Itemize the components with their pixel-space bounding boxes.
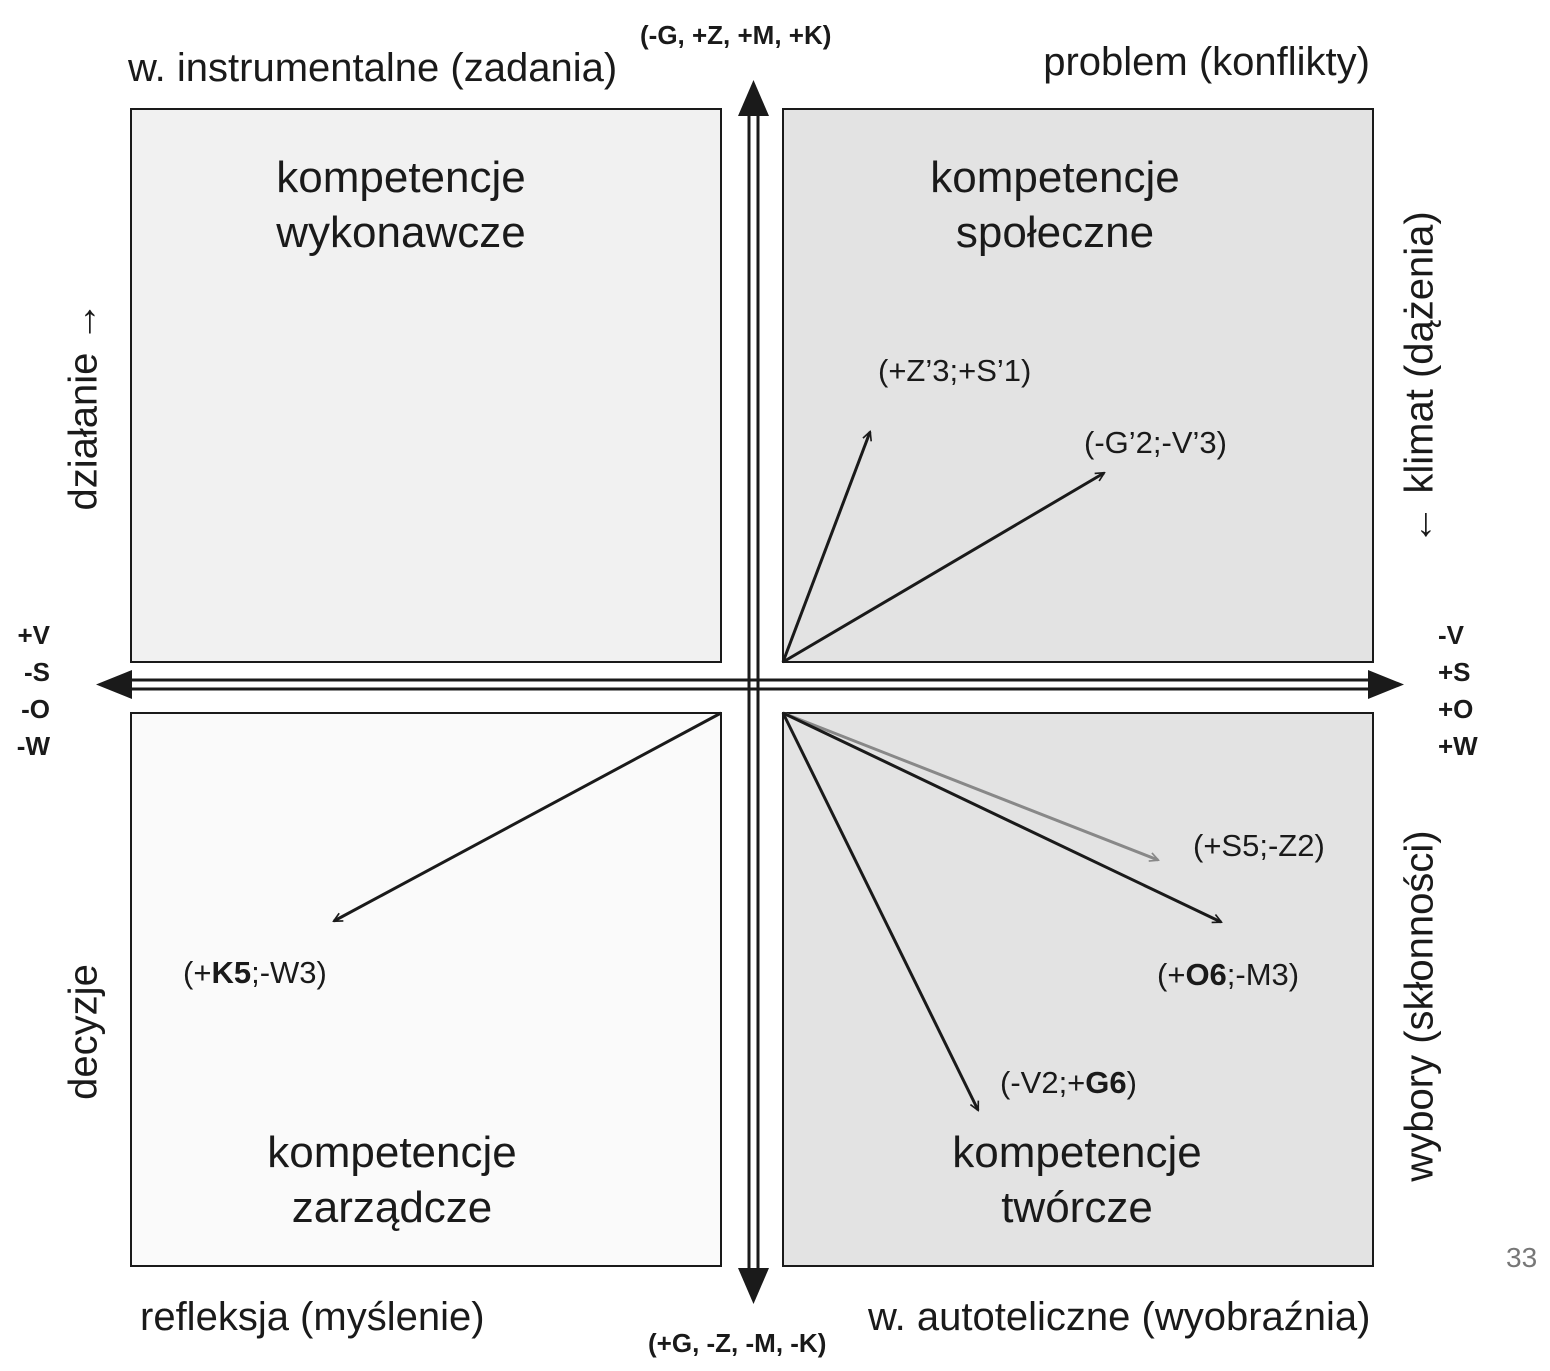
quadrant-top-left [130, 108, 722, 663]
vector-label-z3-s1: (+Z’3;+S’1) [878, 353, 1032, 388]
axis-arrow-left [96, 670, 132, 699]
vector-v2-g6-arrow [781, 712, 980, 1110]
axis-arrow-up [738, 80, 769, 116]
vector-g2-v3-arrow [782, 471, 1104, 664]
vector-k5-w3-arrow [334, 711, 722, 923]
vector-o6-m3-arrow [782, 711, 1221, 924]
quadrant-title-top-right: kompetencje społeczne [850, 150, 1260, 260]
quadrant-title-bottom-left: kompetencje zarządcze [187, 1125, 597, 1235]
vector-z3-s1-arrow [781, 432, 870, 663]
axis-left-item: -W [16, 731, 50, 761]
axis-arrow-down [738, 1268, 769, 1304]
vector-label-bold: O6 [1185, 957, 1227, 992]
quadrant-title-line: twórcze [1001, 1183, 1153, 1232]
quadrant-title-line: kompetencje [276, 153, 526, 202]
vector-label-bold: K5 [211, 955, 252, 990]
axis-left-item: -S [24, 657, 50, 687]
quadrant-bottom-right [782, 712, 1374, 1267]
vector-s5-z2-arrow [782, 711, 1158, 860]
vertical-axis [738, 80, 769, 1304]
vector-label-g2-v3: (-G’2;-V’3) [1084, 425, 1227, 460]
axis-right-item: -V [1438, 620, 1464, 650]
vector-label-v2-g6: (-V2;+G6) [1000, 1065, 1137, 1101]
axis-label-right: -V +S +O +W [1438, 617, 1478, 765]
axis-arrow-right [1368, 670, 1404, 699]
quadrant-title-bottom-right: kompetencje twórcze [872, 1125, 1282, 1235]
quadrant-title-line: kompetencje [267, 1128, 517, 1177]
quadrant-title-line: zarządcze [291, 1183, 493, 1232]
axis-label-bottom: (+G, -Z, -M, -K) [648, 1328, 827, 1358]
quadrant-top-right [782, 108, 1374, 663]
axis-label-top: (-G, +Z, +M, +K) [640, 20, 832, 50]
page-number: 33 [1506, 1242, 1538, 1273]
vector-label-part: (-V2;+ [1000, 1065, 1086, 1100]
quadrant-title-line: wykonawcze [276, 208, 526, 257]
axis-right-item: +O [1438, 694, 1474, 724]
axis-left-item: +V [17, 620, 50, 650]
quadrant-bottom-left [130, 712, 722, 1267]
axis-label-left: +V -S -O -W [17, 617, 50, 765]
vector-label-part: (+ [1157, 957, 1186, 992]
corner-label-top-right: problem (konflikty) [1043, 40, 1370, 84]
corner-label-bottom-right: w. autoteliczne (wyobraźnia) [868, 1295, 1371, 1339]
axis-left-item: -O [21, 694, 50, 724]
quadrant-title-line: kompetencje [952, 1128, 1202, 1177]
vector-label-o6-m3: (+O6;-M3) [1157, 957, 1299, 993]
quadrant-title-line: społeczne [955, 208, 1155, 257]
vector-label-part: ;-W3) [251, 955, 327, 990]
vector-label-s5-z2: (+S5;-Z2) [1193, 828, 1325, 863]
quadrant-title-line: kompetencje [930, 153, 1180, 202]
vector-label-part: (+ [183, 955, 212, 990]
vector-label-k5-w3: (+K5;-W3) [183, 955, 327, 991]
corner-label-top-left: w. instrumentalne (zadania) [128, 46, 618, 90]
vector-label-bold: G6 [1085, 1065, 1127, 1100]
quadrant-title-top-left: kompetencje wykonawcze [196, 150, 606, 260]
corner-label-bottom-left: refleksja (myślenie) [140, 1295, 485, 1339]
axis-right-item: +S [1438, 657, 1471, 687]
vector-label-part: ) [1126, 1065, 1137, 1100]
vector-label-part: ;-M3) [1226, 957, 1300, 992]
axis-right-item: +W [1438, 731, 1478, 761]
